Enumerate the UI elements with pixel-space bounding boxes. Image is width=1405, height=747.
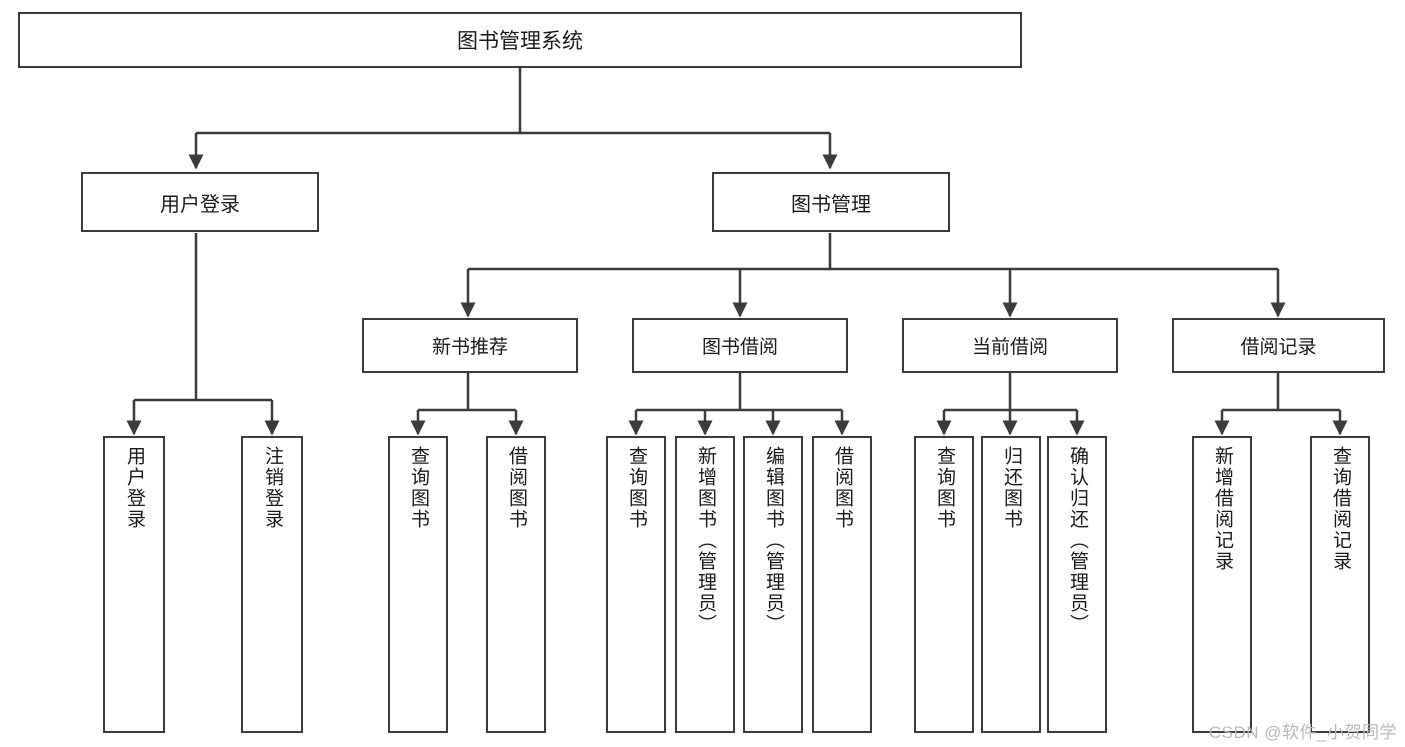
node-user-login[interactable]: 用户登录 — [81, 172, 319, 232]
node-new-book-recommend-label: 新书推荐 — [431, 337, 508, 358]
node-leaf-logout-login-label: 注销登录 — [261, 446, 283, 530]
node-leaf-add-borrow-record-label: 新增借阅记录 — [1211, 446, 1233, 572]
node-current-borrow-label: 当前借阅 — [971, 337, 1048, 358]
node-leaf-return-book-label: 归还图书 — [1000, 446, 1022, 530]
node-borrow-record[interactable]: 借阅记录 — [1172, 318, 1385, 373]
node-leaf-borrow-book-1-label: 借阅图书 — [505, 446, 527, 530]
node-leaf-user-login[interactable]: 用户登录 — [103, 436, 165, 733]
node-book-management[interactable]: 图书管理 — [712, 172, 950, 232]
node-new-book-recommend[interactable]: 新书推荐 — [362, 318, 578, 373]
node-leaf-borrow-book-2[interactable]: 借阅图书 — [812, 436, 872, 733]
node-root[interactable]: 图书管理系统 — [18, 12, 1022, 68]
node-leaf-logout-login[interactable]: 注销登录 — [241, 436, 303, 733]
node-leaf-query-book-1-label: 查询图书 — [407, 446, 429, 530]
node-leaf-return-book[interactable]: 归还图书 — [981, 436, 1041, 733]
node-leaf-query-book-3-label: 查询图书 — [933, 446, 955, 530]
node-leaf-add-book[interactable]: 新增图书（管理员） — [675, 436, 735, 733]
node-leaf-query-book-1[interactable]: 查询图书 — [388, 436, 448, 733]
node-leaf-add-book-label: 新增图书（管理员） — [694, 446, 716, 635]
node-book-borrow-label: 图书借阅 — [701, 337, 778, 358]
node-book-management-label: 图书管理 — [791, 193, 871, 216]
node-leaf-query-borrow-record[interactable]: 查询借阅记录 — [1310, 436, 1370, 733]
node-book-borrow[interactable]: 图书借阅 — [632, 318, 848, 373]
node-leaf-query-borrow-record-label: 查询借阅记录 — [1329, 446, 1351, 572]
node-leaf-query-book-2-label: 查询图书 — [625, 446, 647, 530]
node-leaf-edit-book[interactable]: 编辑图书（管理员） — [743, 436, 803, 733]
node-user-login-label: 用户登录 — [160, 193, 240, 216]
node-leaf-borrow-book-2-label: 借阅图书 — [831, 446, 853, 530]
node-leaf-confirm-return-label: 确认归还（管理员） — [1066, 446, 1088, 635]
node-leaf-add-borrow-record[interactable]: 新增借阅记录 — [1192, 436, 1252, 733]
node-current-borrow[interactable]: 当前借阅 — [902, 318, 1118, 373]
node-leaf-query-book-3[interactable]: 查询图书 — [914, 436, 974, 733]
node-leaf-borrow-book-1[interactable]: 借阅图书 — [486, 436, 546, 733]
node-borrow-record-label: 借阅记录 — [1240, 337, 1317, 358]
node-root-label: 图书管理系统 — [457, 30, 583, 53]
csdn-watermark: CSDN @软件_小贺同学 — [1208, 723, 1397, 742]
node-leaf-confirm-return[interactable]: 确认归还（管理员） — [1047, 436, 1107, 733]
node-leaf-edit-book-label: 编辑图书（管理员） — [762, 446, 784, 635]
node-leaf-user-login-label: 用户登录 — [123, 446, 145, 530]
node-leaf-query-book-2[interactable]: 查询图书 — [606, 436, 666, 733]
